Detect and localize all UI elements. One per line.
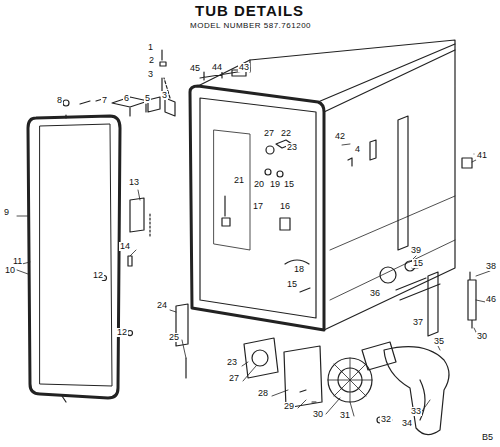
callout-number: 44	[211, 63, 223, 72]
callout-number: 16	[279, 202, 291, 211]
callout-number: 19	[269, 180, 281, 189]
callout-number: 30	[476, 332, 488, 341]
callout-number: 12	[116, 328, 128, 337]
callout-number: 31	[339, 411, 351, 420]
callout-number: 23	[286, 143, 298, 152]
callout-number: 41	[476, 151, 488, 160]
callout-number: 6	[123, 94, 130, 103]
callout-number: 21	[233, 176, 245, 185]
callout-number: 20	[253, 180, 265, 189]
callout-number: 45	[189, 64, 201, 73]
callout-number: 15	[283, 180, 295, 189]
callout-number: 35	[433, 337, 445, 346]
callout-number: 37	[412, 318, 424, 327]
callout-number: 24	[156, 301, 168, 310]
callout-number: 34	[401, 419, 413, 428]
callout-number: 3	[147, 70, 154, 79]
callout-number: 7	[101, 96, 108, 105]
callout-number: 15	[412, 259, 424, 268]
callout-number: 13	[128, 178, 140, 187]
callout-number: 11	[12, 257, 23, 266]
callout-number: 43	[238, 63, 250, 72]
callout-number: 12	[92, 271, 104, 280]
callout-number: 36	[369, 289, 381, 298]
callout-number: 2	[148, 56, 155, 65]
diagram-title: TUB DETAILS	[195, 3, 304, 18]
callout-number: 33	[410, 407, 422, 416]
model-number: MODEL NUMBER 587.761200	[190, 22, 311, 30]
callout-number: 4	[354, 145, 361, 154]
callout-number: 9	[3, 208, 10, 217]
callout-number: 25	[168, 333, 180, 342]
callout-number: 15	[286, 280, 298, 289]
callout-number: 42	[334, 132, 346, 141]
page-code: B5	[481, 433, 494, 442]
callout-number: 30	[312, 410, 324, 419]
callout-number: 32	[380, 415, 392, 424]
callout-number: 29	[283, 402, 295, 411]
callout-number: 17	[252, 202, 264, 211]
callout-number: 3	[161, 91, 168, 100]
callout-number: 39	[410, 246, 422, 255]
callout-number: 22	[280, 129, 292, 138]
callout-number: 27	[263, 129, 275, 138]
callout-number: 18	[293, 265, 305, 274]
callout-number: 23	[226, 358, 238, 367]
callout-number: 27	[228, 374, 240, 383]
callout-number: 8	[56, 96, 63, 105]
callout-number: 28	[257, 389, 269, 398]
callout-number: 10	[4, 266, 16, 275]
callout-number: 5	[144, 94, 151, 103]
callout-number: 46	[485, 295, 497, 304]
callout-number: 38	[485, 262, 497, 271]
callout-number: 14	[119, 242, 131, 251]
callout-number: 1	[147, 43, 154, 52]
